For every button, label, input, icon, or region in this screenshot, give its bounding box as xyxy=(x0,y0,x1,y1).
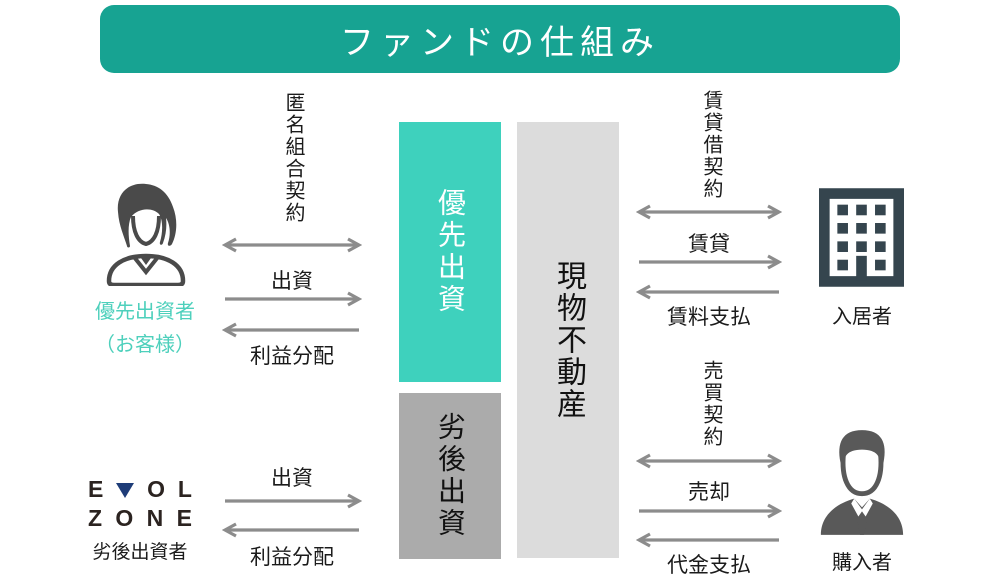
logo-letter-z: Z xyxy=(88,504,103,531)
investment-arrow xyxy=(222,291,362,307)
logo-letter-e: E xyxy=(88,475,104,502)
sales-contract-label: 売買契約 xyxy=(700,360,722,448)
physical-real-estate-box: 現物不動産 xyxy=(517,122,619,558)
purchaser-label: 購入者 xyxy=(832,552,892,574)
subordinated-investor-label: 劣後出資者 xyxy=(92,542,188,563)
logo-letter-o: O xyxy=(147,475,166,502)
profit-distribution-label: 利益分配 xyxy=(250,345,334,368)
logo-line1: E O L xyxy=(88,476,192,502)
sub-profit-distribution-arrow xyxy=(222,522,362,538)
lease-arrow xyxy=(636,254,782,270)
logo-letter-o2: O xyxy=(115,504,134,531)
logo-line2: Z O N E xyxy=(88,505,192,531)
logo-letter-l: L xyxy=(177,475,192,502)
price-payment-arrow xyxy=(636,532,782,548)
rent-payment-arrow xyxy=(636,284,782,300)
lease-contract-double-arrow xyxy=(636,204,782,220)
sub-profit-distribution-label: 利益分配 xyxy=(250,546,334,569)
subordinated-equity-label: 劣後出資 xyxy=(435,412,466,540)
logo-letter-e2: E xyxy=(176,504,192,531)
lease-contract-label: 賃貸借契約 xyxy=(700,90,722,200)
evol-zone-logo: E O L Z O N E xyxy=(88,476,192,531)
title-banner: ファンドの仕組み xyxy=(100,5,900,73)
price-payment-label: 代金支払 xyxy=(667,554,751,576)
sale-label: 売却 xyxy=(688,481,730,504)
tenant-label: 入居者 xyxy=(832,306,892,328)
logo-letter-n: N xyxy=(146,504,164,531)
page-title: ファンドの仕組み xyxy=(340,23,660,62)
building-icon xyxy=(819,188,904,287)
rent-payment-label: 賃料支払 xyxy=(667,306,751,329)
contract-double-arrow xyxy=(222,237,362,253)
physical-real-estate-label: 現物不動産 xyxy=(552,260,585,420)
lease-label: 賃貸 xyxy=(688,233,730,256)
profit-distribution-arrow xyxy=(222,322,362,338)
sales-contract-double-arrow xyxy=(636,453,782,469)
sub-investment-label: 出資 xyxy=(271,467,313,490)
businessman-icon xyxy=(815,421,909,539)
subordinated-equity-box: 劣後出資 xyxy=(399,393,501,559)
sub-investment-arrow xyxy=(222,493,362,509)
investment-label: 出資 xyxy=(271,270,313,293)
priority-investor-label: 優先出資者 （お客様） xyxy=(55,296,235,362)
logo-letter-v-triangle xyxy=(116,482,135,498)
sale-arrow xyxy=(636,503,782,519)
woman-icon xyxy=(100,180,192,286)
priority-investor-subname: （お客様） xyxy=(95,334,195,356)
priority-equity-label: 優先出資 xyxy=(435,188,466,316)
anonymous-partnership-contract-label: 匿名組合契約 xyxy=(282,92,304,224)
priority-equity-box: 優先出資 xyxy=(399,122,501,382)
priority-investor-name: 優先出資者 xyxy=(95,301,195,323)
